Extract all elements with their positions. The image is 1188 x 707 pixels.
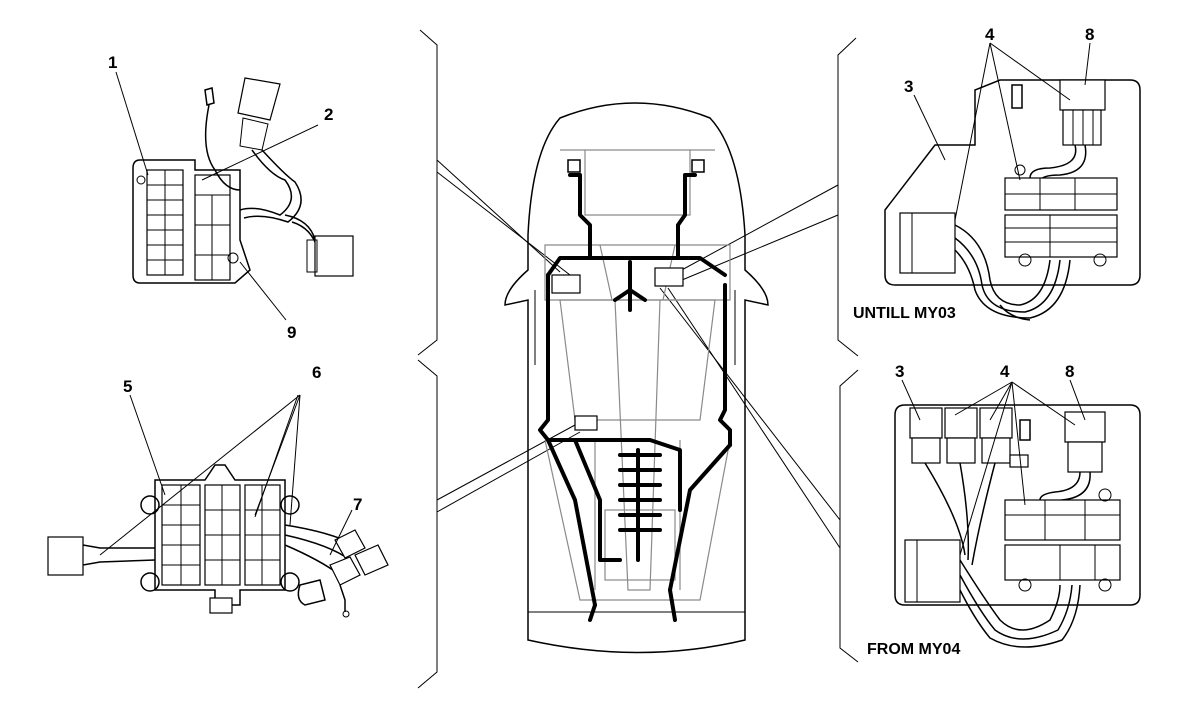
fuse-grid-left xyxy=(161,484,201,586)
connector-big-my04 xyxy=(904,539,961,603)
callout-4-my03: 4 xyxy=(985,25,995,44)
callout-2: 2 xyxy=(324,105,333,124)
fuse-box-1-group xyxy=(132,77,354,284)
connector-block-my04-top xyxy=(1004,499,1121,541)
connector-left xyxy=(47,536,156,576)
connector-side xyxy=(306,235,354,277)
relay-grid-left xyxy=(146,169,184,276)
relays-3-my04 xyxy=(909,407,1013,464)
connector-block-my03-bottom xyxy=(1004,214,1118,258)
callout-labels: 1 2 9 5 6 7 3 4 8 3 4 8 xyxy=(108,25,1094,514)
connector-block-my04-bottom xyxy=(1004,544,1121,581)
car-harness xyxy=(534,173,736,622)
callout-4-my04: 4 xyxy=(1000,362,1010,381)
caption-untill-my03: UNTILL MY03 xyxy=(853,305,956,322)
callout-3-my04: 3 xyxy=(895,362,904,381)
relay-8-my03 xyxy=(1059,79,1106,146)
view-break-lines xyxy=(417,29,859,689)
connector-block-my03-top xyxy=(1004,177,1118,211)
fuse-grid-right xyxy=(244,484,281,586)
callout-7: 7 xyxy=(353,495,362,514)
control-unit-my04-group xyxy=(894,404,1141,648)
connector-top xyxy=(237,77,281,151)
callout-8-my03: 8 xyxy=(1085,25,1094,44)
callout-1: 1 xyxy=(108,53,117,72)
car-outline xyxy=(504,102,769,654)
relay-grid-right xyxy=(194,174,231,281)
caption-from-my04: FROM MY04 xyxy=(867,641,960,658)
callout-3-my03: 3 xyxy=(904,77,913,96)
callout-6: 6 xyxy=(312,363,321,382)
connector-cluster xyxy=(329,529,389,586)
callout-8-my04: 8 xyxy=(1065,362,1074,381)
connector-3-my03 xyxy=(899,212,956,274)
captions: UNTILL MY03 FROM MY04 xyxy=(853,305,960,658)
label-leaders xyxy=(99,42,1091,556)
fuse-grid-center xyxy=(204,484,241,586)
relay-8-my04 xyxy=(1064,411,1106,473)
control-unit-my03-group xyxy=(884,79,1141,321)
callout-5: 5 xyxy=(123,377,132,396)
callout-9: 9 xyxy=(287,323,296,342)
fuse-box-5-group xyxy=(47,464,389,618)
leader-lines xyxy=(436,159,841,549)
